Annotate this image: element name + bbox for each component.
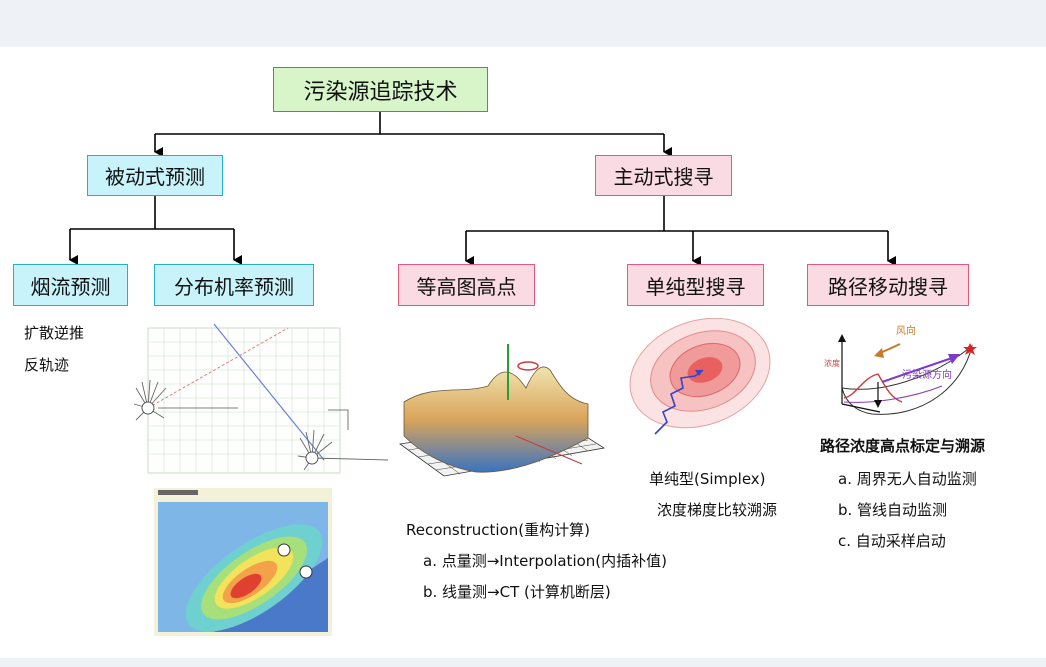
contour-item-2: b. 线量测→CT (计算机断层) [423,583,611,601]
leaf-path-label: 路径移动搜寻 [828,274,948,299]
leaf-distribution: 分布机率预测 [154,264,314,306]
wind-direction-label: 风向 [896,324,916,337]
path-item-3: c. 自动采样启动 [838,532,946,550]
path-title: 路径浓度高点标定与溯源 [820,437,986,455]
concentration-axis-label: 浓度 [824,358,840,368]
simplex-figure [629,318,771,435]
smoke-note-1: 扩散逆推 [24,324,85,342]
probability-grid-figure [133,323,389,474]
leaf-contour-label: 等高图高点 [416,274,517,299]
surface-3d-figure [398,344,606,477]
path-item-1: a. 周界无人自动监测 [838,470,977,488]
root-label: 污染源追踪技术 [303,79,458,105]
leaf-smoke-label: 烟流预测 [30,274,111,299]
branch-passive-label: 被动式预测 [105,165,205,189]
contour-title: Reconstruction(重构计算) [406,521,590,539]
leaf-simplex-label: 单纯型搜寻 [645,274,746,299]
leaf-simplex: 单纯型搜寻 [627,264,764,306]
leaf-distribution-label: 分布机率预测 [174,274,294,299]
branch-passive: 被动式预测 [87,155,223,196]
path-item-2: b. 管线自动监测 [838,501,948,519]
simplex-subtitle: 浓度梯度比较溯源 [657,501,778,519]
dispersion-map-figure [154,488,332,636]
smoke-note-2: 反轨迹 [24,356,70,374]
leaf-path: 路径移动搜寻 [807,264,969,306]
branch-active-label: 主动式搜寻 [613,165,714,189]
simplex-title: 单纯型(Simplex) [649,470,766,488]
source-direction-label: 污染源方向 [902,368,952,381]
contour-item-1: a. 点量测→Interpolation(内插补值) [423,552,667,570]
root-node: 污染源追踪技术 [273,67,488,112]
leaf-contour: 等高图高点 [398,264,535,306]
branch-active: 主动式搜寻 [595,155,732,196]
leaf-smoke: 烟流预测 [13,264,128,306]
path-figure: 风向 污染源方向 浓度 [824,324,977,415]
